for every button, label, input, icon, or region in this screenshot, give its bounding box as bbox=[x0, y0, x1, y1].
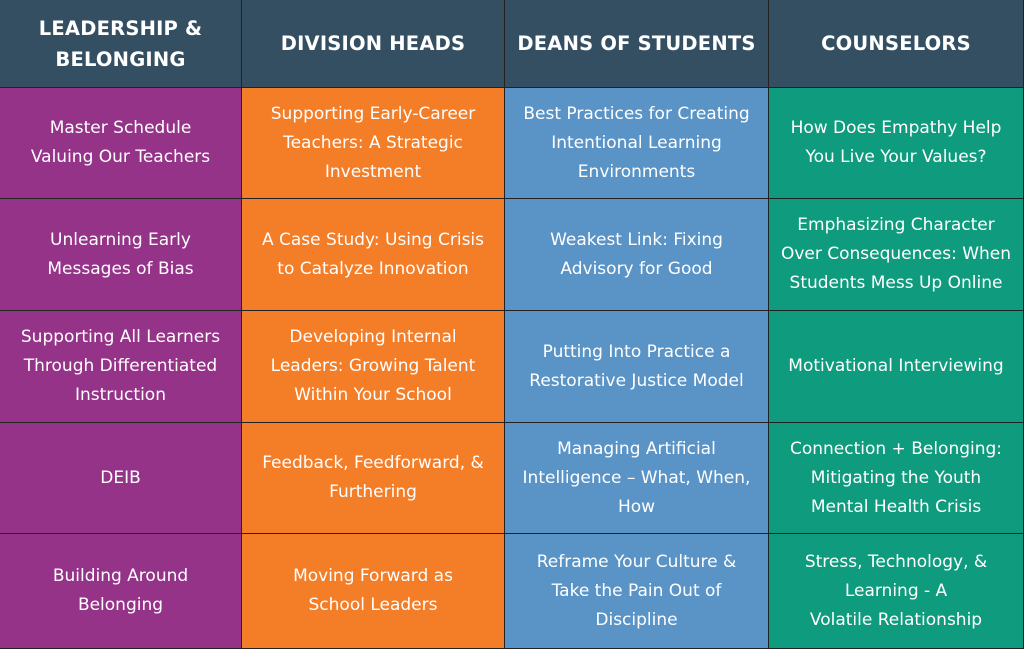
header-deans-of-students: DEANS OF STUDENTS bbox=[505, 0, 769, 88]
session-cell: DEIB bbox=[0, 423, 242, 534]
session-line: Weakest Link: Fixing bbox=[550, 229, 723, 250]
session-cell: Reframe Your Culture & Take the Pain Out … bbox=[505, 534, 769, 649]
session-line: Restorative Justice Model bbox=[529, 370, 744, 391]
header-line: DEANS OF STUDENTS bbox=[517, 32, 756, 55]
session-line: Reframe Your Culture & bbox=[536, 551, 737, 572]
session-line: Furthering bbox=[329, 482, 417, 502]
session-line: Supporting Early-Career bbox=[270, 103, 476, 124]
session-line: Feedback, Feedforward, & bbox=[262, 453, 484, 473]
session-line: Volatile Relationship bbox=[809, 609, 983, 630]
session-cell: Stress, Technology, & Learning - A Volatil… bbox=[769, 534, 1024, 649]
session-line: You Live Your Values? bbox=[805, 147, 987, 167]
session-line: Best Practices for Creating bbox=[523, 103, 750, 124]
session-line: Leaders: Growing Talent bbox=[270, 356, 476, 376]
session-line: Over Consequences: When bbox=[780, 244, 1012, 264]
session-line: Managing Artificial bbox=[557, 438, 716, 459]
header-line: DIVISION HEADS bbox=[280, 32, 466, 55]
header-division-heads: DIVISION HEADS bbox=[242, 0, 505, 88]
session-line: Belonging bbox=[77, 595, 164, 615]
session-line: Advisory for Good bbox=[560, 258, 713, 279]
session-cell: Connection + Belonging: Mitigating the Yo… bbox=[769, 423, 1024, 534]
session-line: Developing Internal bbox=[289, 327, 457, 347]
session-line: Mitigating the Youth bbox=[810, 467, 982, 488]
session-line: Instruction bbox=[74, 385, 166, 405]
header-counselors: COUNSELORS bbox=[769, 0, 1024, 88]
session-line: Master Schedule bbox=[49, 118, 192, 138]
session-line: Mental Health Crisis bbox=[810, 496, 982, 517]
header-line: BELONGING bbox=[55, 47, 186, 71]
session-line: How bbox=[617, 496, 656, 517]
session-line: Unlearning Early bbox=[50, 229, 191, 250]
session-cell: A Case Study: Using Crisis to Catalyze In… bbox=[242, 199, 505, 311]
session-line: Valuing Our Teachers bbox=[30, 147, 211, 167]
session-line: Building Around bbox=[52, 566, 189, 586]
session-line: to Catalyze Innovation bbox=[277, 258, 469, 279]
session-line: Messages of Bias bbox=[47, 258, 194, 279]
session-line: A Case Study: Using Crisis bbox=[261, 229, 485, 250]
session-line: Connection + Belonging: bbox=[789, 438, 1003, 459]
session-line: Motivational Interviewing bbox=[788, 356, 1004, 376]
session-line: Putting Into Practice a bbox=[542, 341, 731, 362]
session-line: Discipline bbox=[595, 609, 678, 630]
session-line: Through Differentiated bbox=[23, 356, 218, 376]
session-line: Students Mess Up Online bbox=[789, 273, 1003, 293]
session-line: Intelligence – What, When, bbox=[522, 467, 751, 488]
session-line: Stress, Technology, & bbox=[804, 551, 988, 572]
session-line: Learning - A bbox=[844, 580, 948, 601]
session-line: School Leaders bbox=[308, 595, 438, 615]
session-line: Investment bbox=[324, 161, 422, 182]
session-line: How Does Empathy Help bbox=[790, 118, 1002, 138]
session-line: Within Your School bbox=[294, 385, 452, 405]
session-line: Take the Pain Out of bbox=[551, 580, 722, 601]
session-line: Moving Forward as bbox=[293, 566, 453, 586]
session-line: Emphasizing Character bbox=[797, 215, 995, 235]
session-line: Supporting All Learners bbox=[20, 327, 221, 347]
session-line: Teachers: A Strategic bbox=[283, 132, 463, 153]
header-leadership-belonging: LEADERSHIP & BELONGING bbox=[0, 0, 242, 88]
session-cell: Putting Into Practice a Restorative Justi… bbox=[505, 311, 769, 423]
session-line: Environments bbox=[577, 161, 696, 182]
session-line: Intentional Learning bbox=[551, 132, 722, 153]
session-cell: Motivational Interviewing bbox=[769, 311, 1024, 423]
session-line: DEIB bbox=[100, 467, 141, 488]
header-line: LEADERSHIP & bbox=[38, 16, 203, 40]
session-cell: Feedback, Feedforward, & Furthering bbox=[242, 423, 505, 534]
session-cell: Moving Forward as School Leaders bbox=[242, 534, 505, 649]
header-line: COUNSELORS bbox=[821, 32, 971, 55]
